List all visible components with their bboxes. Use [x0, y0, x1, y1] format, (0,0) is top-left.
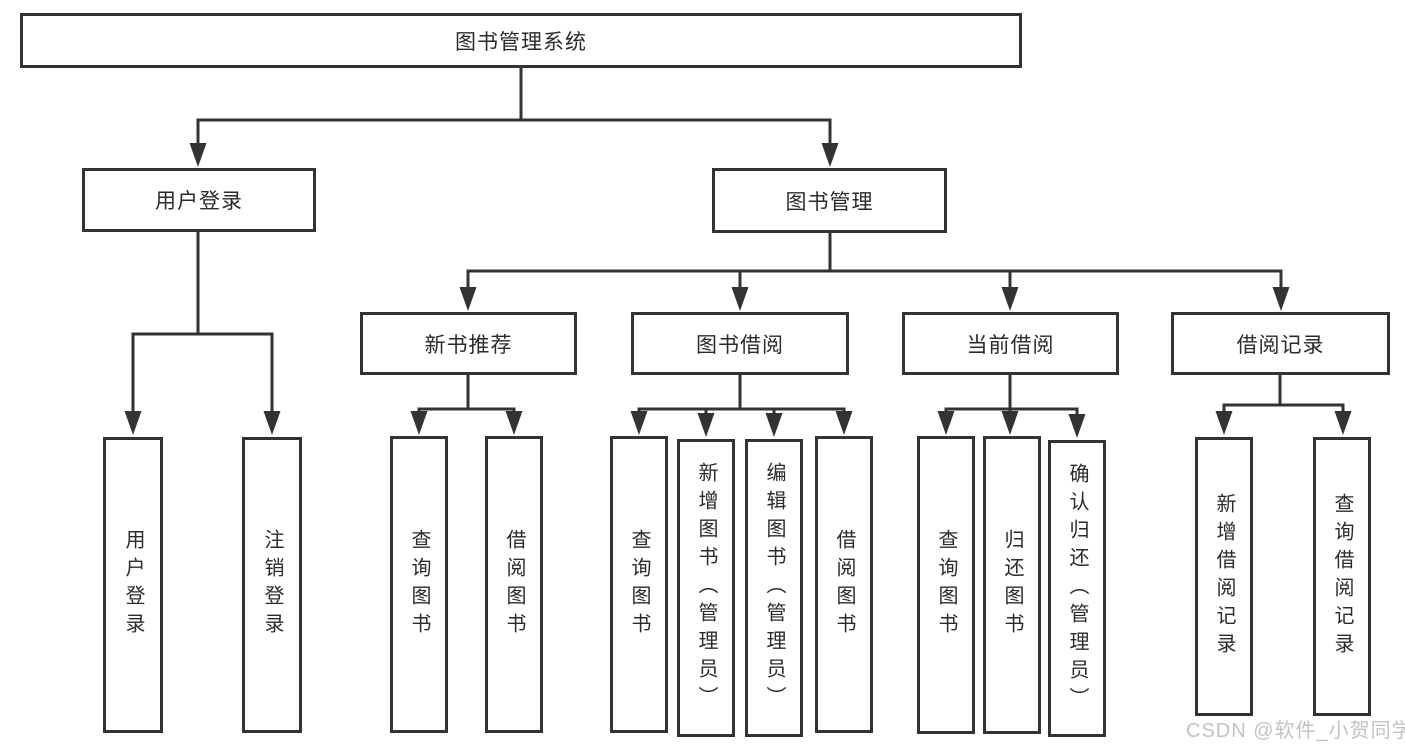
- leaf-query-books-borrowing: 查询图书: [610, 436, 668, 733]
- leaf-borrow-books-recommend: 借阅图书: [485, 436, 543, 733]
- leaf-logout: 注销登录: [242, 437, 302, 733]
- leaf-user-login: 用户登录: [103, 437, 163, 733]
- arrowheads: [124, 143, 1352, 438]
- leaf-edit-books-admin: 编辑图书（管理员）: [745, 439, 803, 737]
- node-borrowing-records: 借阅记录: [1171, 312, 1390, 375]
- connector-bookmgmt-to-level3: [466, 233, 1283, 290]
- node-new-book-recommend: 新书推荐: [360, 312, 577, 375]
- leaf-query-books-recommend: 查询图书: [390, 436, 448, 733]
- connector-newbook-to-leaves: [417, 375, 516, 414]
- node-current-borrowing: 当前借阅: [902, 312, 1119, 375]
- leaf-confirm-return-admin: 确认归还（管理员）: [1048, 440, 1106, 737]
- leaf-add-borrow-record: 新增借阅记录: [1195, 437, 1253, 716]
- node-root-system: 图书管理系统: [20, 13, 1022, 68]
- node-book-borrowing: 图书借阅: [631, 312, 849, 375]
- node-book-management: 图书管理: [712, 168, 947, 233]
- node-user-login: 用户登录: [82, 168, 316, 232]
- connector-root-to-level2: [196, 68, 832, 146]
- leaf-return-books: 归还图书: [983, 436, 1041, 734]
- leaf-query-borrow-record: 查询借阅记录: [1313, 437, 1371, 716]
- connector-userlogin-to-leaves: [131, 232, 274, 414]
- connector-current-to-leaves: [944, 375, 1079, 417]
- leaf-query-books-current: 查询图书: [917, 436, 975, 734]
- connector-records-to-leaves: [1222, 375, 1345, 412]
- connector-borrowing-to-leaves: [637, 375, 846, 416]
- leaf-borrow-books: 借阅图书: [815, 436, 873, 733]
- leaf-add-books-admin: 新增图书（管理员）: [677, 439, 735, 737]
- watermark: CSDN @软件_小贺同学: [1186, 720, 1405, 742]
